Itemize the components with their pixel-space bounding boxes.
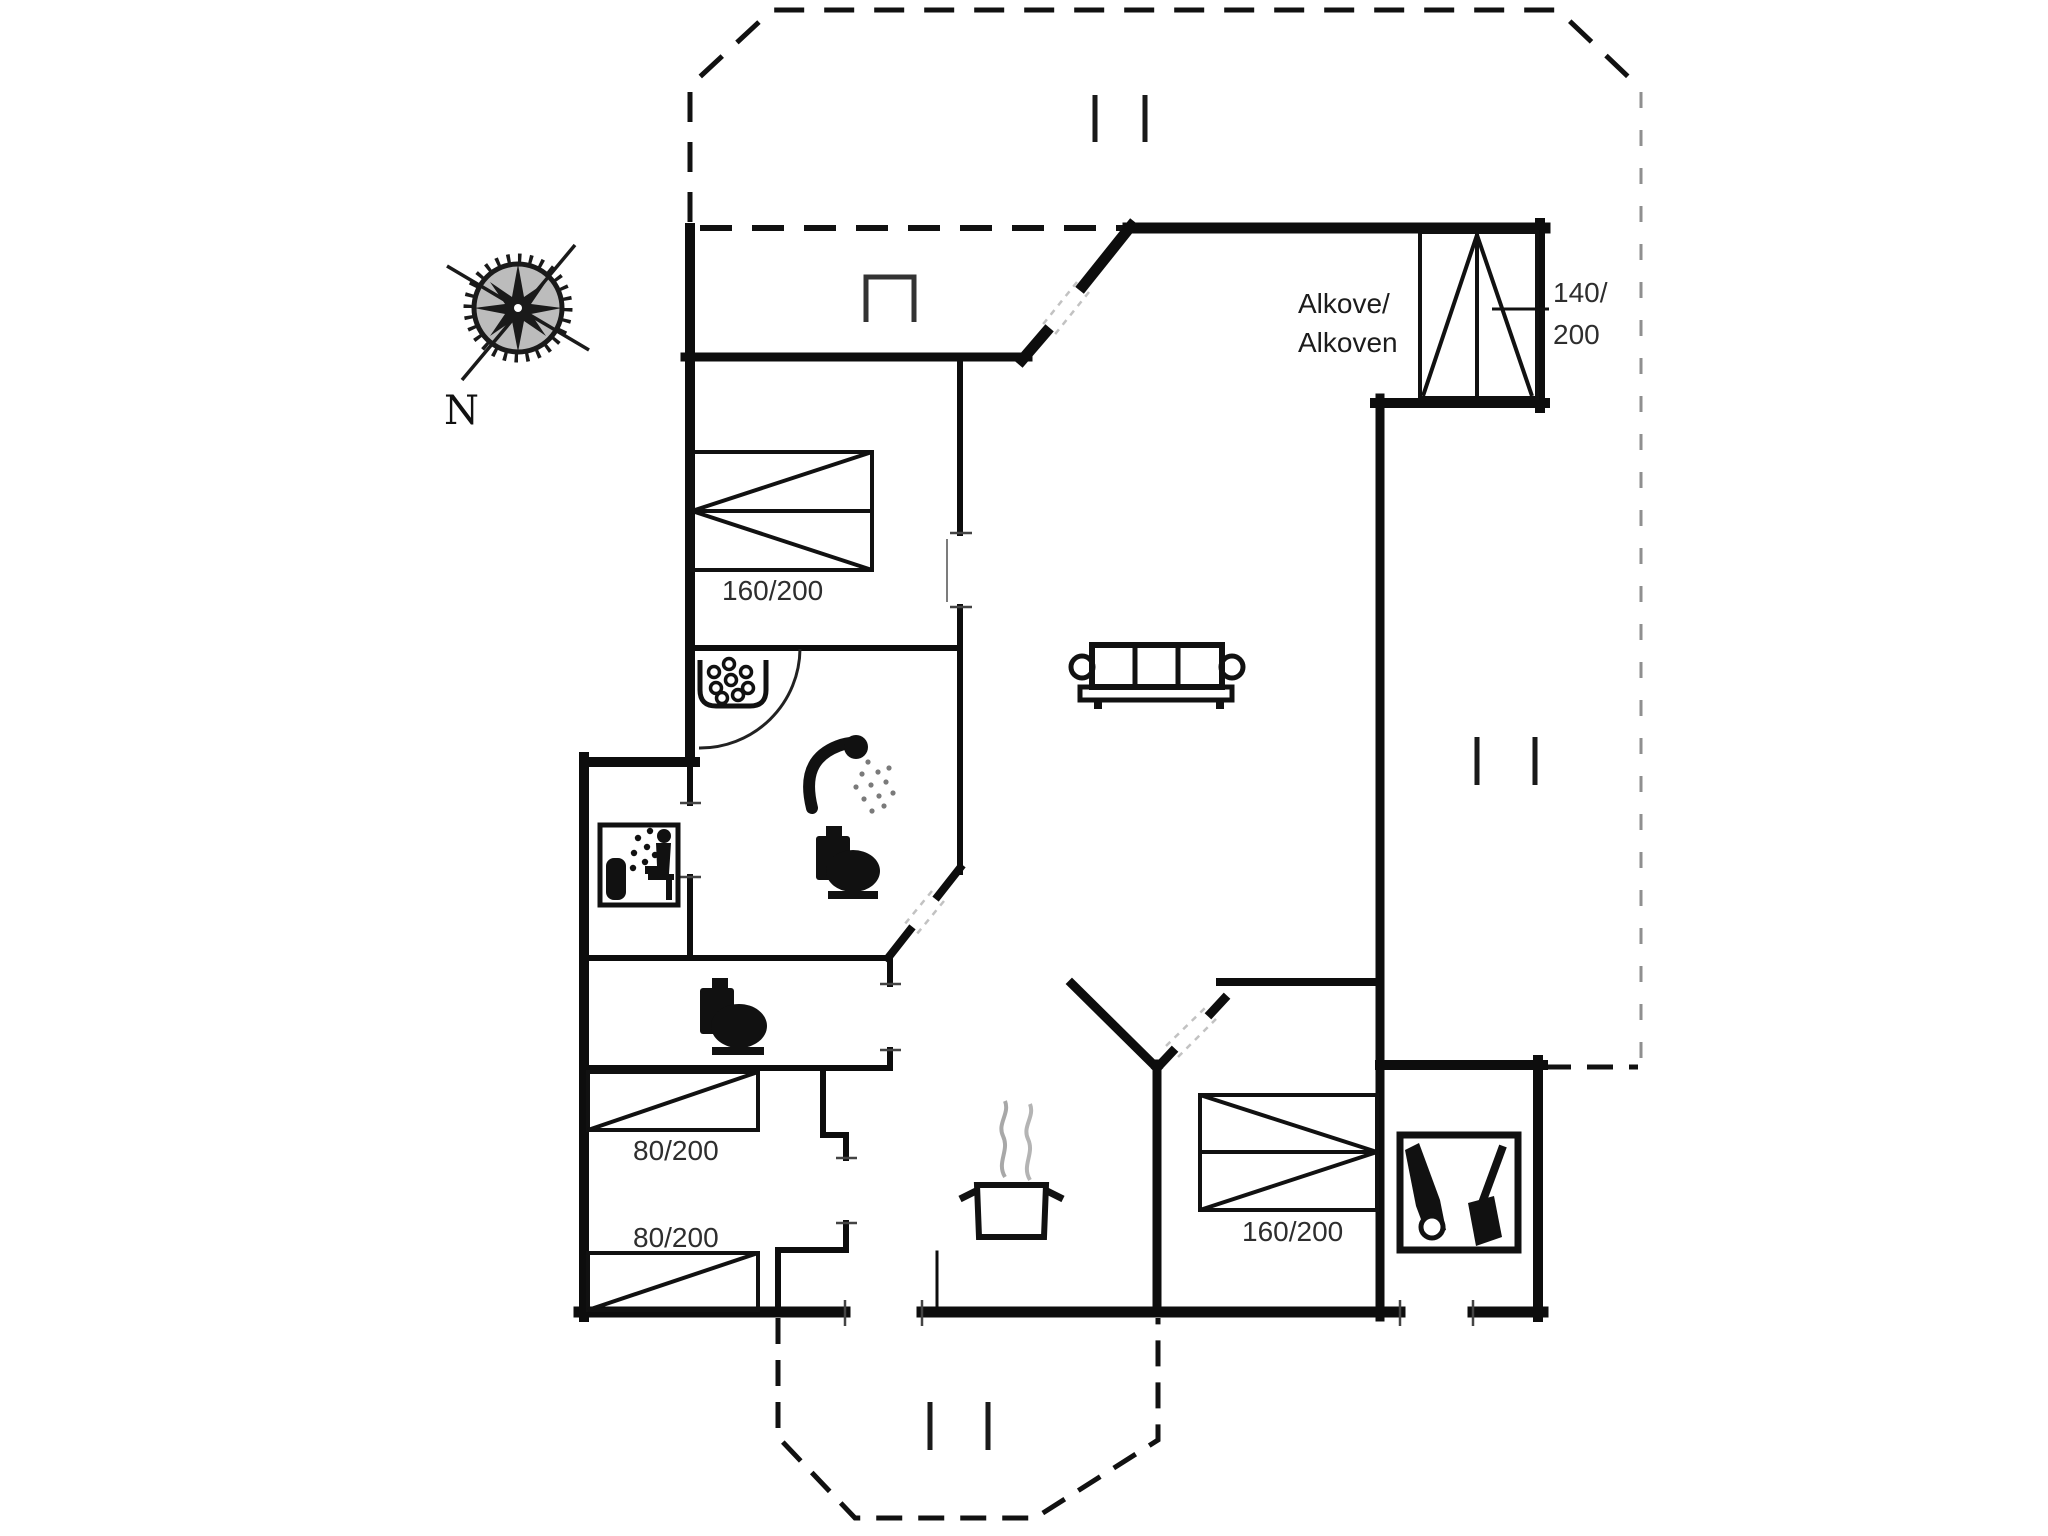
compass-rose-icon: N — [444, 243, 590, 434]
alcove-size-line2: 200 — [1553, 319, 1600, 350]
bathroom-chamfer-stub-bottom — [882, 924, 916, 964]
labels: 160/200 160/200 80/200 80/200 Alkove/ Al… — [633, 277, 1608, 1253]
door-openings — [680, 281, 1475, 1326]
sofa-icon — [1068, 642, 1246, 709]
washbasin-icon — [697, 656, 769, 709]
bed-size-label-single-lower: 80/200 — [633, 1222, 719, 1253]
wood-stove-tools-icon — [1396, 1131, 1522, 1254]
entrance-door-band — [1051, 291, 1090, 339]
dashed-terrace-outline — [687, 7, 1643, 1521]
bed-double-northwest — [690, 450, 874, 572]
bed-single-lower — [586, 1251, 760, 1312]
bed-alcove — [1418, 230, 1539, 400]
bed-single-upper — [586, 1070, 760, 1132]
bedroom2-right-wall-upper — [820, 1065, 849, 1161]
bed-size-label-single-upper: 80/200 — [633, 1135, 719, 1166]
bedroom2-right-wall-lower — [775, 1220, 849, 1315]
terrace-outline-bottom — [775, 1318, 1161, 1521]
alcove-label-line2: Alkoven — [1298, 327, 1398, 358]
bed-double-southeast — [1198, 1093, 1379, 1212]
toilet-icon-bathroom — [816, 826, 880, 899]
shower-spray — [853, 759, 896, 814]
bathroom-door-swing — [698, 648, 802, 750]
terrace-outline-top — [687, 7, 1640, 222]
alcove-size-line1: 140/ — [1553, 277, 1608, 308]
bathroom-door-band — [915, 900, 945, 936]
compass-teeth — [463, 253, 573, 363]
interior-walls — [581, 358, 1384, 1317]
steam — [999, 1100, 1009, 1179]
compass-north-label: N — [444, 388, 479, 434]
sauna-icon — [597, 822, 681, 908]
bed-size-label-nw: 160/200 — [722, 575, 823, 606]
bathroom-chamfer-stub-top — [932, 862, 966, 902]
steam — [1024, 1103, 1034, 1182]
bed-size-label-se: 160/200 — [1242, 1216, 1343, 1247]
porch-marker — [863, 274, 917, 322]
kitchen-diagonal-wall — [1065, 977, 1164, 1075]
cooking-pot-icon — [958, 1100, 1065, 1240]
window-markers — [927, 95, 1538, 1450]
toilet-icon-wc — [700, 978, 767, 1055]
bedroom3-door-stub-low — [1150, 1045, 1179, 1075]
bedroom3-door-band — [1177, 1018, 1217, 1058]
shower-icon — [803, 735, 896, 814]
alcove-label-line1: Alkove/ — [1298, 288, 1390, 319]
bedroom3-door-stub-high — [1204, 992, 1231, 1020]
entrance-diagonal-wall — [1075, 218, 1139, 294]
